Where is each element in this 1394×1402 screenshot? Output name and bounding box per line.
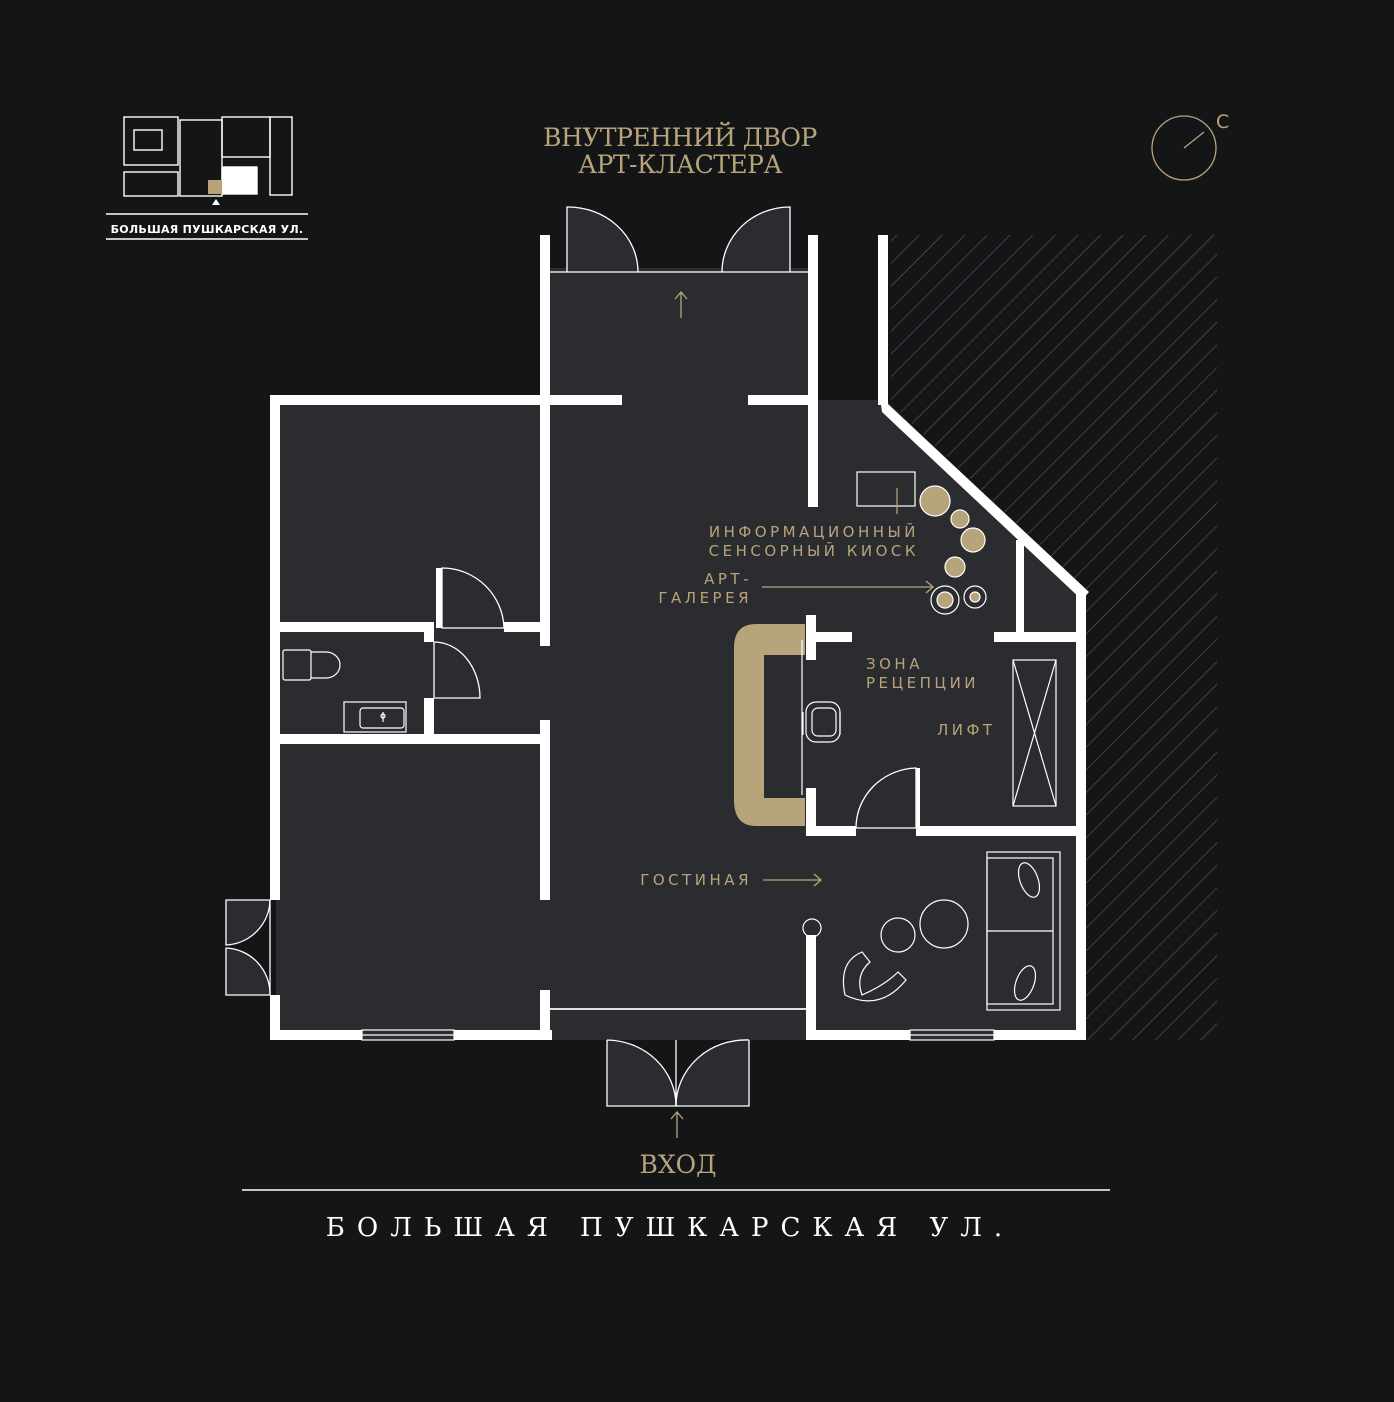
lamp-icon (802, 918, 822, 938)
entrance-label: ВХОД (640, 1150, 717, 1179)
arrows (670, 291, 934, 1138)
reception-label-line2: РЕЦЕПЦИИ (866, 674, 979, 692)
doors (225, 206, 917, 1107)
courtyard-arrow (674, 291, 688, 318)
sink-icon (343, 701, 407, 733)
side-door-bottom (225, 947, 271, 996)
room-door (441, 567, 505, 629)
living-furniture (802, 851, 1061, 1011)
chair-icon (802, 701, 841, 743)
hatched-area (891, 235, 1217, 1040)
kiosk-label-line1: ИНФОРМАЦИОННЫЙ (709, 522, 919, 541)
reception-door (855, 767, 917, 829)
reception-label-line1: ЗОНА (866, 655, 923, 673)
wc-door (433, 641, 481, 699)
lift-icon (1012, 659, 1057, 807)
north-label: С (1216, 111, 1229, 133)
courtyard-title-line2: АРТ-КЛАСТЕРА (578, 150, 782, 179)
living-label: ГОСТИНАЯ (640, 871, 752, 889)
reception-desk (734, 624, 805, 826)
minimap-street-label: БОЛЬШАЯ ПУШКАРСКАЯ УЛ. (111, 223, 304, 236)
gallery-exhibits (919, 485, 987, 615)
lift-label: ЛИФТ (937, 721, 996, 739)
table-large-icon (919, 899, 969, 949)
street-label: БОЛЬШАЯ ПУШКАРСКАЯ УЛ. (326, 1213, 1014, 1243)
armchair-icon (842, 951, 907, 1002)
gallery-leader (762, 580, 934, 594)
wc-fixtures (282, 649, 407, 733)
living-leader (763, 873, 822, 887)
courtyard-title-line1: ВНУТРЕННИЙ ДВОР (543, 122, 817, 152)
courtyard-door-left (566, 206, 639, 273)
kiosk-icon (856, 471, 916, 514)
kiosk-label-line2: СЕНСОРНЫЙ КИОСК (709, 541, 919, 560)
windows (361, 1029, 995, 1041)
entrance-arrow (670, 1111, 684, 1138)
toilet-icon (282, 649, 312, 681)
compass-icon (1151, 115, 1217, 181)
gallery-label-line2: ГАЛЕРЕЯ (658, 589, 752, 607)
walls (270, 235, 1089, 1040)
minimap (106, 116, 308, 240)
gallery-label-line1: АРТ- (704, 570, 752, 588)
entrance-door-right (675, 1039, 750, 1107)
entrance-door-left (606, 1039, 677, 1107)
table-small-icon (880, 917, 916, 953)
side-door-top (225, 899, 271, 946)
courtyard-door-right (721, 206, 791, 273)
